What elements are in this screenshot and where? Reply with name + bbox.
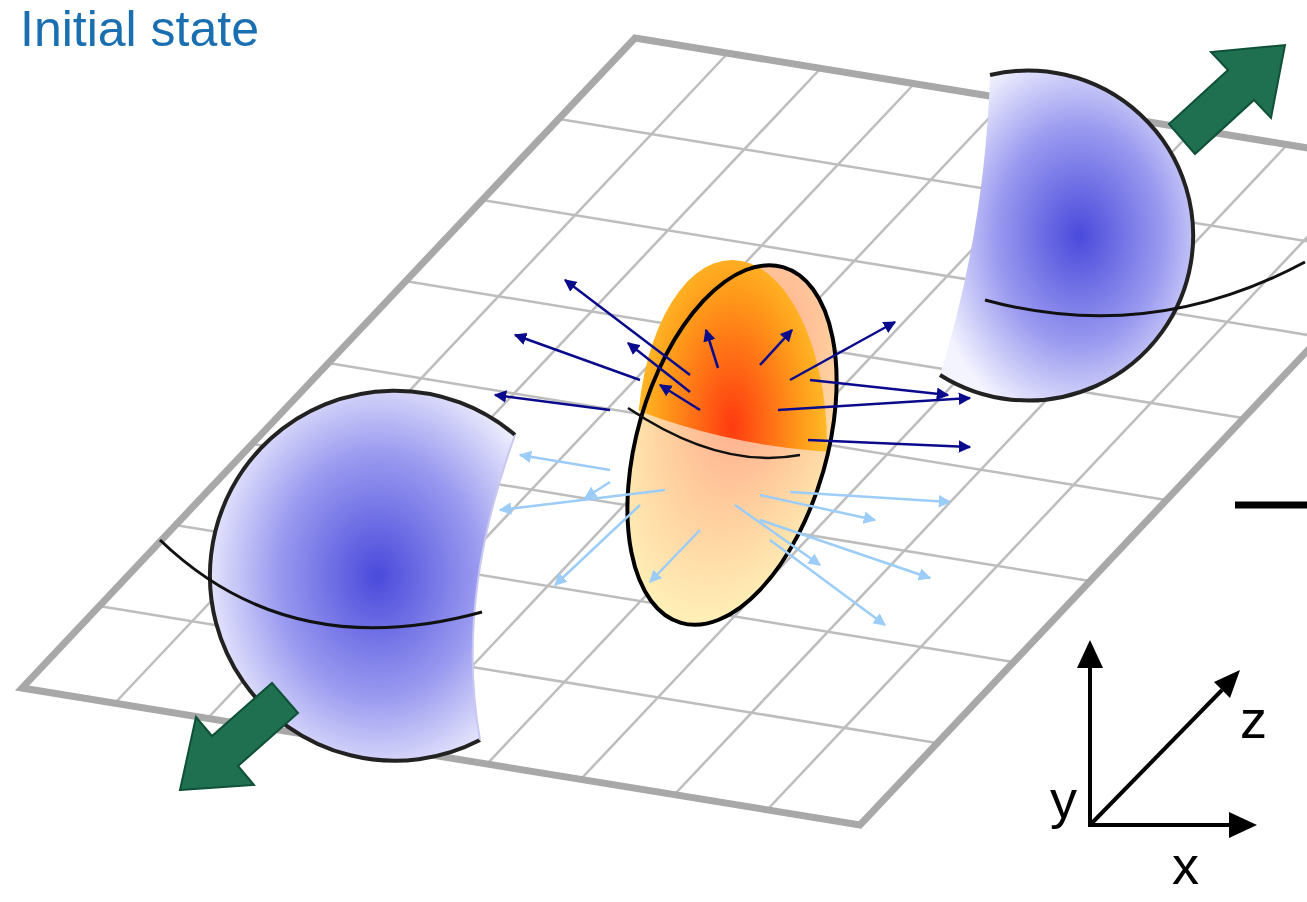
spectator-nucleus [940,71,1305,401]
overlap-divider [628,408,800,458]
title: Initial state [20,4,259,54]
axis-label: x [1172,838,1199,892]
motion-arrow [180,683,298,790]
axis-label: y [1050,772,1077,826]
flow-arrows [500,455,950,625]
edge-bar [1235,502,1307,509]
axis-heads [1077,640,1257,838]
flow-arrows [495,280,970,447]
axis-label: z [1240,692,1267,746]
motion-arrow [1169,45,1285,154]
axis-triad [1088,662,1232,827]
overlap-region [539,210,925,681]
grid-plane [22,38,1307,825]
spectator-nucleus [160,391,515,761]
